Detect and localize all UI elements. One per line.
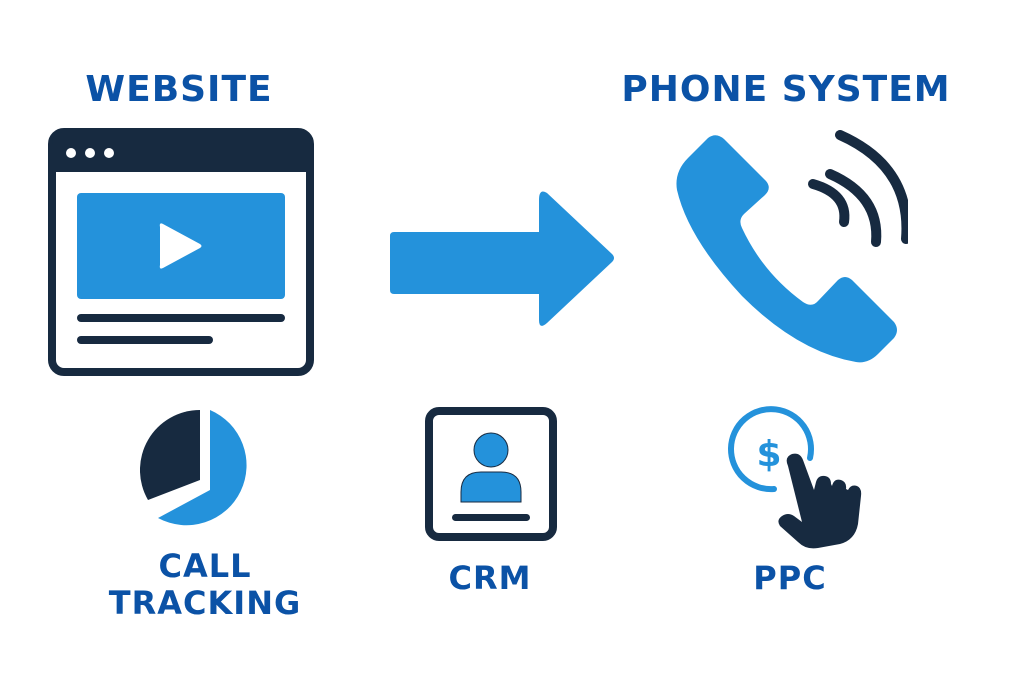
phone-handset [676, 135, 897, 363]
pay-per-click-icon: $ [728, 406, 862, 549]
window-dot [66, 148, 76, 158]
user-head [473, 432, 509, 468]
window-dot [104, 148, 114, 158]
crm-label: CRM [448, 559, 532, 597]
browser-title-bar [52, 132, 310, 172]
website-title: WEBSITE [85, 69, 273, 110]
pie-slice-large [158, 410, 247, 526]
signal-wave [835, 130, 908, 244]
user-body [460, 471, 522, 503]
coin-ring [728, 406, 814, 493]
pie-slice-small [140, 410, 200, 500]
signal-wave [825, 169, 882, 247]
call-tracking-line1: CALL [158, 547, 252, 585]
pie-chart-icon [140, 410, 247, 526]
ppc-label: PPC [753, 559, 827, 597]
text-line [77, 336, 213, 344]
browser-video-icon [48, 128, 314, 376]
window-dot [85, 148, 95, 158]
call-tracking-line2: TRACKING [108, 584, 302, 622]
dollar-icon: $ [756, 434, 781, 475]
text-line [77, 314, 285, 322]
hand-pointer-icon [778, 453, 862, 549]
phone-system-title: PHONE SYSTEM [621, 69, 951, 110]
call-tracking-label: CALL TRACKING [95, 548, 315, 622]
contact-card-icon [425, 407, 557, 541]
play-icon [159, 223, 202, 269]
phone-ringing-icon [676, 130, 908, 363]
card-line [452, 514, 530, 521]
arrow-right-icon [390, 191, 614, 326]
signal-wave [808, 179, 850, 227]
